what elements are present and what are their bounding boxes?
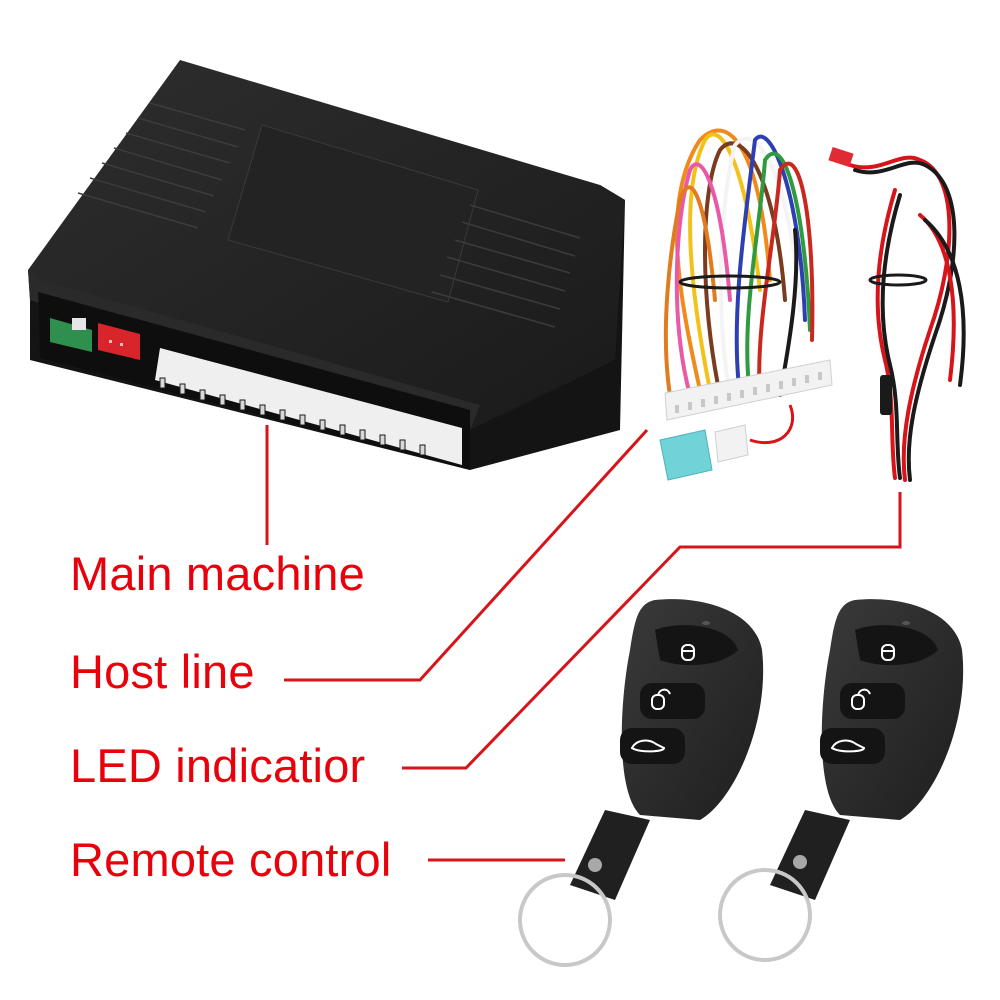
remote-control-1 <box>518 599 764 967</box>
label-host-line: Host line <box>70 645 255 698</box>
control-box <box>28 60 625 470</box>
harness-connector <box>659 359 833 481</box>
label-remote-control: Remote control <box>70 833 392 886</box>
label-led-indicator: LED indicatior <box>70 739 366 792</box>
led-wire <box>848 155 966 482</box>
host-wiring-harness <box>663 128 815 397</box>
leader-host-line <box>284 428 649 682</box>
label-main-machine: Main machine <box>70 547 365 600</box>
remote-control-2 <box>718 599 964 962</box>
leader-lines <box>265 425 902 862</box>
leader-led-indicator <box>402 492 902 770</box>
led-connector <box>828 146 892 415</box>
